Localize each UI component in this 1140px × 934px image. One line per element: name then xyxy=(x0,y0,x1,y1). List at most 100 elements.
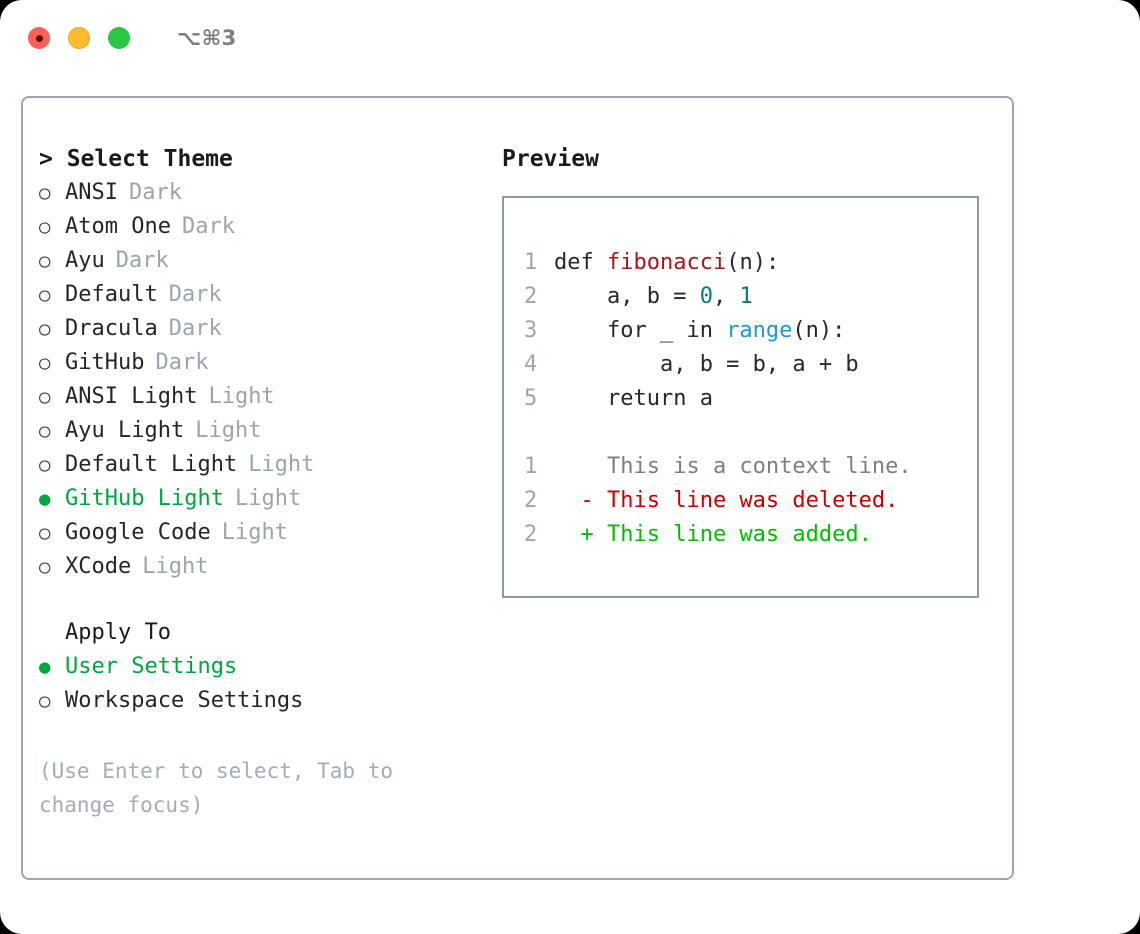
code-token-plain: , xyxy=(712,284,740,309)
apply-to-option-label: User Settings xyxy=(65,654,238,679)
theme-option-label: XCode xyxy=(65,554,132,579)
code-line-text: a, b = b, a + b xyxy=(554,348,859,382)
diff-line-del: 2 - This line was deleted. xyxy=(504,484,977,518)
theme-option-label: GitHub Light xyxy=(65,486,224,511)
diff-marker: - xyxy=(554,488,607,513)
line-number: 2 xyxy=(524,488,538,513)
radio-unselected-icon: ○ xyxy=(39,556,51,578)
diff-line-content: This is a context line. xyxy=(606,454,912,479)
theme-option-label: ANSI Light xyxy=(65,384,198,409)
code-token-plain: def xyxy=(554,250,607,275)
theme-option-label: ANSI xyxy=(65,180,118,205)
code-line: 5 return a xyxy=(504,382,977,416)
close-window-button[interactable] xyxy=(28,27,50,49)
diff-sample: 1 This is a context line. 2 - This line w… xyxy=(504,450,977,552)
code-token-plain: a, b = xyxy=(554,284,700,309)
code-token-num: 1 xyxy=(739,284,753,309)
radio-unselected-icon: ○ xyxy=(39,386,51,408)
apply-to-option-workspace-settings[interactable]: ○ Workspace Settings xyxy=(39,684,479,718)
line-number: 2 xyxy=(524,284,538,309)
theme-variant-tag: Dark xyxy=(128,180,182,205)
radio-unselected-icon: ○ xyxy=(39,182,51,204)
code-token-plain: for _ in xyxy=(554,318,727,343)
diff-marker xyxy=(554,454,607,479)
theme-option-label: Google Code xyxy=(65,520,211,545)
radio-selected-icon: ● xyxy=(39,656,51,678)
radio-selected-icon: ● xyxy=(39,488,51,510)
diff-line-text: - This line was deleted. xyxy=(554,484,898,518)
code-token-plain: a, b = b, a + b xyxy=(554,352,859,377)
theme-option-label: GitHub xyxy=(65,350,145,375)
theme-option-label: Ayu xyxy=(65,248,105,273)
diff-line-text: This is a context line. xyxy=(554,450,912,484)
diff-line-content: This line was added. xyxy=(606,522,872,547)
theme-variant-tag: Dark xyxy=(168,282,222,307)
radio-unselected-icon: ○ xyxy=(39,454,51,476)
maximize-window-button[interactable] xyxy=(108,27,130,49)
code-token-plain: (n): xyxy=(792,318,846,343)
line-number: 3 xyxy=(524,318,538,343)
diff-line-content: This line was deleted. xyxy=(606,488,899,513)
radio-unselected-icon: ○ xyxy=(39,522,51,544)
theme-variant-tag: Light xyxy=(142,554,209,579)
theme-variant-tag: Light xyxy=(234,486,302,511)
line-number: 5 xyxy=(524,386,538,411)
diff-marker: + xyxy=(554,522,607,547)
apply-to-list: ● User Settings ○ Workspace Settings xyxy=(39,650,479,718)
code-token-plain: (n): xyxy=(726,250,780,275)
line-number: 4 xyxy=(524,352,538,377)
theme-option-label: Atom One xyxy=(65,214,171,239)
theme-option-google-code[interactable]: ○ Google Code Light xyxy=(39,516,479,550)
theme-option-github-light[interactable]: ● GitHub Light Light xyxy=(39,482,479,516)
theme-variant-tag: Light xyxy=(248,452,315,477)
apply-to-option-label: Workspace Settings xyxy=(65,688,304,713)
minimize-window-button[interactable] xyxy=(68,27,90,49)
theme-option-xcode[interactable]: ○ XCode Light xyxy=(39,550,479,584)
apply-to-option-user-settings[interactable]: ● User Settings xyxy=(39,650,479,684)
theme-option-ansi-light[interactable]: ○ ANSI Light Light xyxy=(39,380,479,414)
apply-to-heading: Apply To xyxy=(65,620,171,645)
radio-unselected-icon: ○ xyxy=(39,250,51,272)
theme-option-default-light[interactable]: ○ Default Light Light xyxy=(39,448,479,482)
preview-heading: Preview xyxy=(502,146,599,172)
radio-unselected-icon: ○ xyxy=(39,690,51,712)
code-token-fn: fibonacci xyxy=(606,250,727,275)
select-theme-heading: > Select Theme xyxy=(39,146,233,172)
radio-unselected-icon: ○ xyxy=(39,352,51,374)
theme-variant-tag: Light xyxy=(208,384,275,409)
code-spacer xyxy=(504,416,977,450)
code-line: 4 a, b = b, a + b xyxy=(504,348,977,382)
theme-option-ayu[interactable]: ○ Ayu Dark xyxy=(39,244,479,278)
theme-variant-tag: Light xyxy=(221,520,288,545)
code-token-builtin: range xyxy=(726,318,793,343)
code-line: 2 a, b = 0, 1 xyxy=(504,280,977,314)
theme-option-label: Default Light xyxy=(65,452,238,477)
theme-option-label: Dracula xyxy=(65,316,158,341)
diff-line-text: + This line was added. xyxy=(554,518,872,552)
theme-option-ansi[interactable]: ○ ANSI Dark xyxy=(39,176,479,210)
code-line: 3 for _ in range(n): xyxy=(504,314,977,348)
theme-variant-tag: Light xyxy=(195,418,262,443)
radio-unselected-icon: ○ xyxy=(39,420,51,442)
title-bar: ⌥⌘3 xyxy=(0,0,1140,76)
code-line-text: a, b = 0, 1 xyxy=(554,280,753,314)
line-number: 1 xyxy=(524,454,538,479)
theme-option-label: Default xyxy=(65,282,158,307)
theme-variant-tag: Dark xyxy=(115,248,169,273)
code-line-text: return a xyxy=(554,382,713,416)
theme-variant-tag: Dark xyxy=(168,316,222,341)
theme-variant-tag: Dark xyxy=(181,214,235,239)
